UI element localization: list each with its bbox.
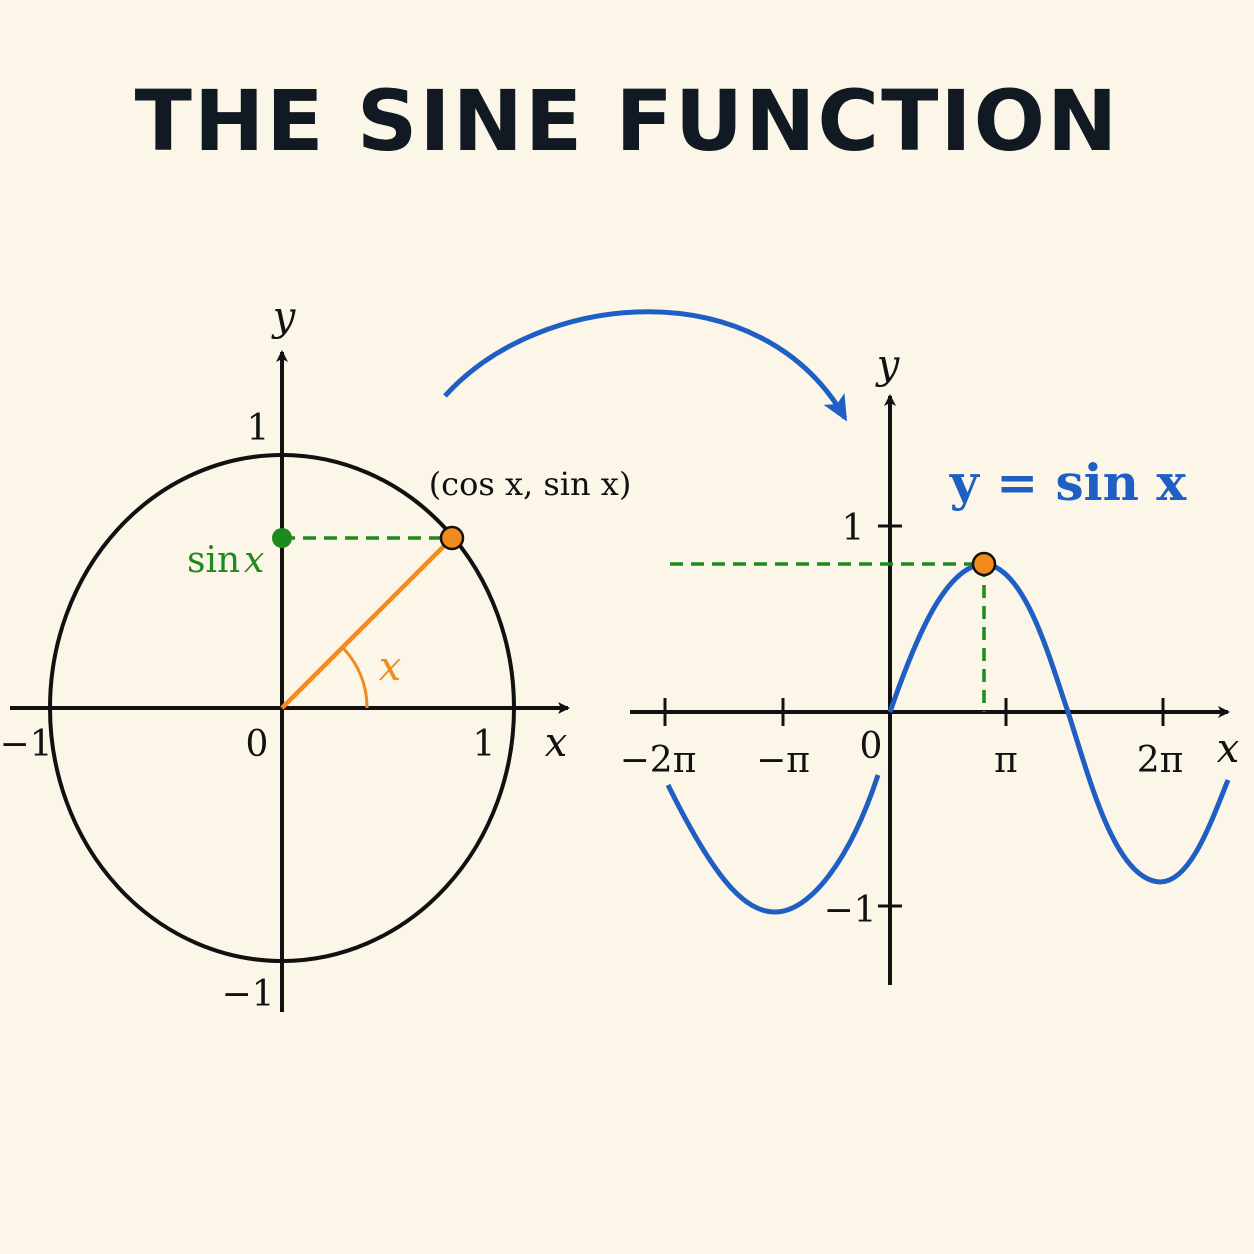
unit-circle-point <box>439 525 465 551</box>
angle-arc <box>341 646 369 709</box>
x-tick-label-neg2pi: −2π <box>620 740 697 781</box>
circle-tick-neg1-y: −1 <box>221 974 274 1015</box>
radius-line <box>280 536 454 710</box>
sin-value-point <box>272 528 292 548</box>
graph-tick-label-neg1: −1 <box>823 890 876 931</box>
circle-tick-neg1-x: −1 <box>0 724 53 765</box>
graph-origin-label: 0 <box>860 726 883 767</box>
graph-x-axis-label: x <box>1217 726 1240 772</box>
circle-x-axis-label: x <box>545 720 568 766</box>
x-tick-label-2pi: 2π <box>1137 740 1184 781</box>
point-coordinates-label: (cos x, sin x) <box>429 465 632 503</box>
graph-tick-label-1: 1 <box>842 508 865 549</box>
angle-label: x <box>379 644 402 690</box>
sin-x-label: sin x <box>187 540 264 581</box>
sin-x-label-word: sin <box>187 540 240 581</box>
sine-curve-left <box>665 774 881 915</box>
x-tick-label-pi: π <box>994 740 1018 781</box>
page-title: THE SINE FUNCTION <box>134 72 1120 170</box>
circle-tick-1-y: 1 <box>247 408 270 449</box>
sine-curve-right <box>887 561 1231 885</box>
graph-point <box>971 551 997 577</box>
graph-y-axis-label: y <box>875 342 901 388</box>
circle-tick-1-x: 1 <box>473 724 496 765</box>
sine-graph: y x 1 −1 0 −2π −π π 2π y = sin x <box>620 342 1240 985</box>
mapping-arrow <box>443 309 848 422</box>
circle-y-axis-label: y <box>271 294 297 340</box>
circle-origin-label: 0 <box>246 724 269 765</box>
unit-circle-diagram: y x 1 −1 −1 1 0 x (cos x, sin x) sin x <box>0 294 631 1015</box>
sine-equation-label: y = sin x <box>949 453 1188 512</box>
x-tick-label-negpi: −π <box>756 740 810 781</box>
sin-x-label-var: x <box>244 540 264 581</box>
